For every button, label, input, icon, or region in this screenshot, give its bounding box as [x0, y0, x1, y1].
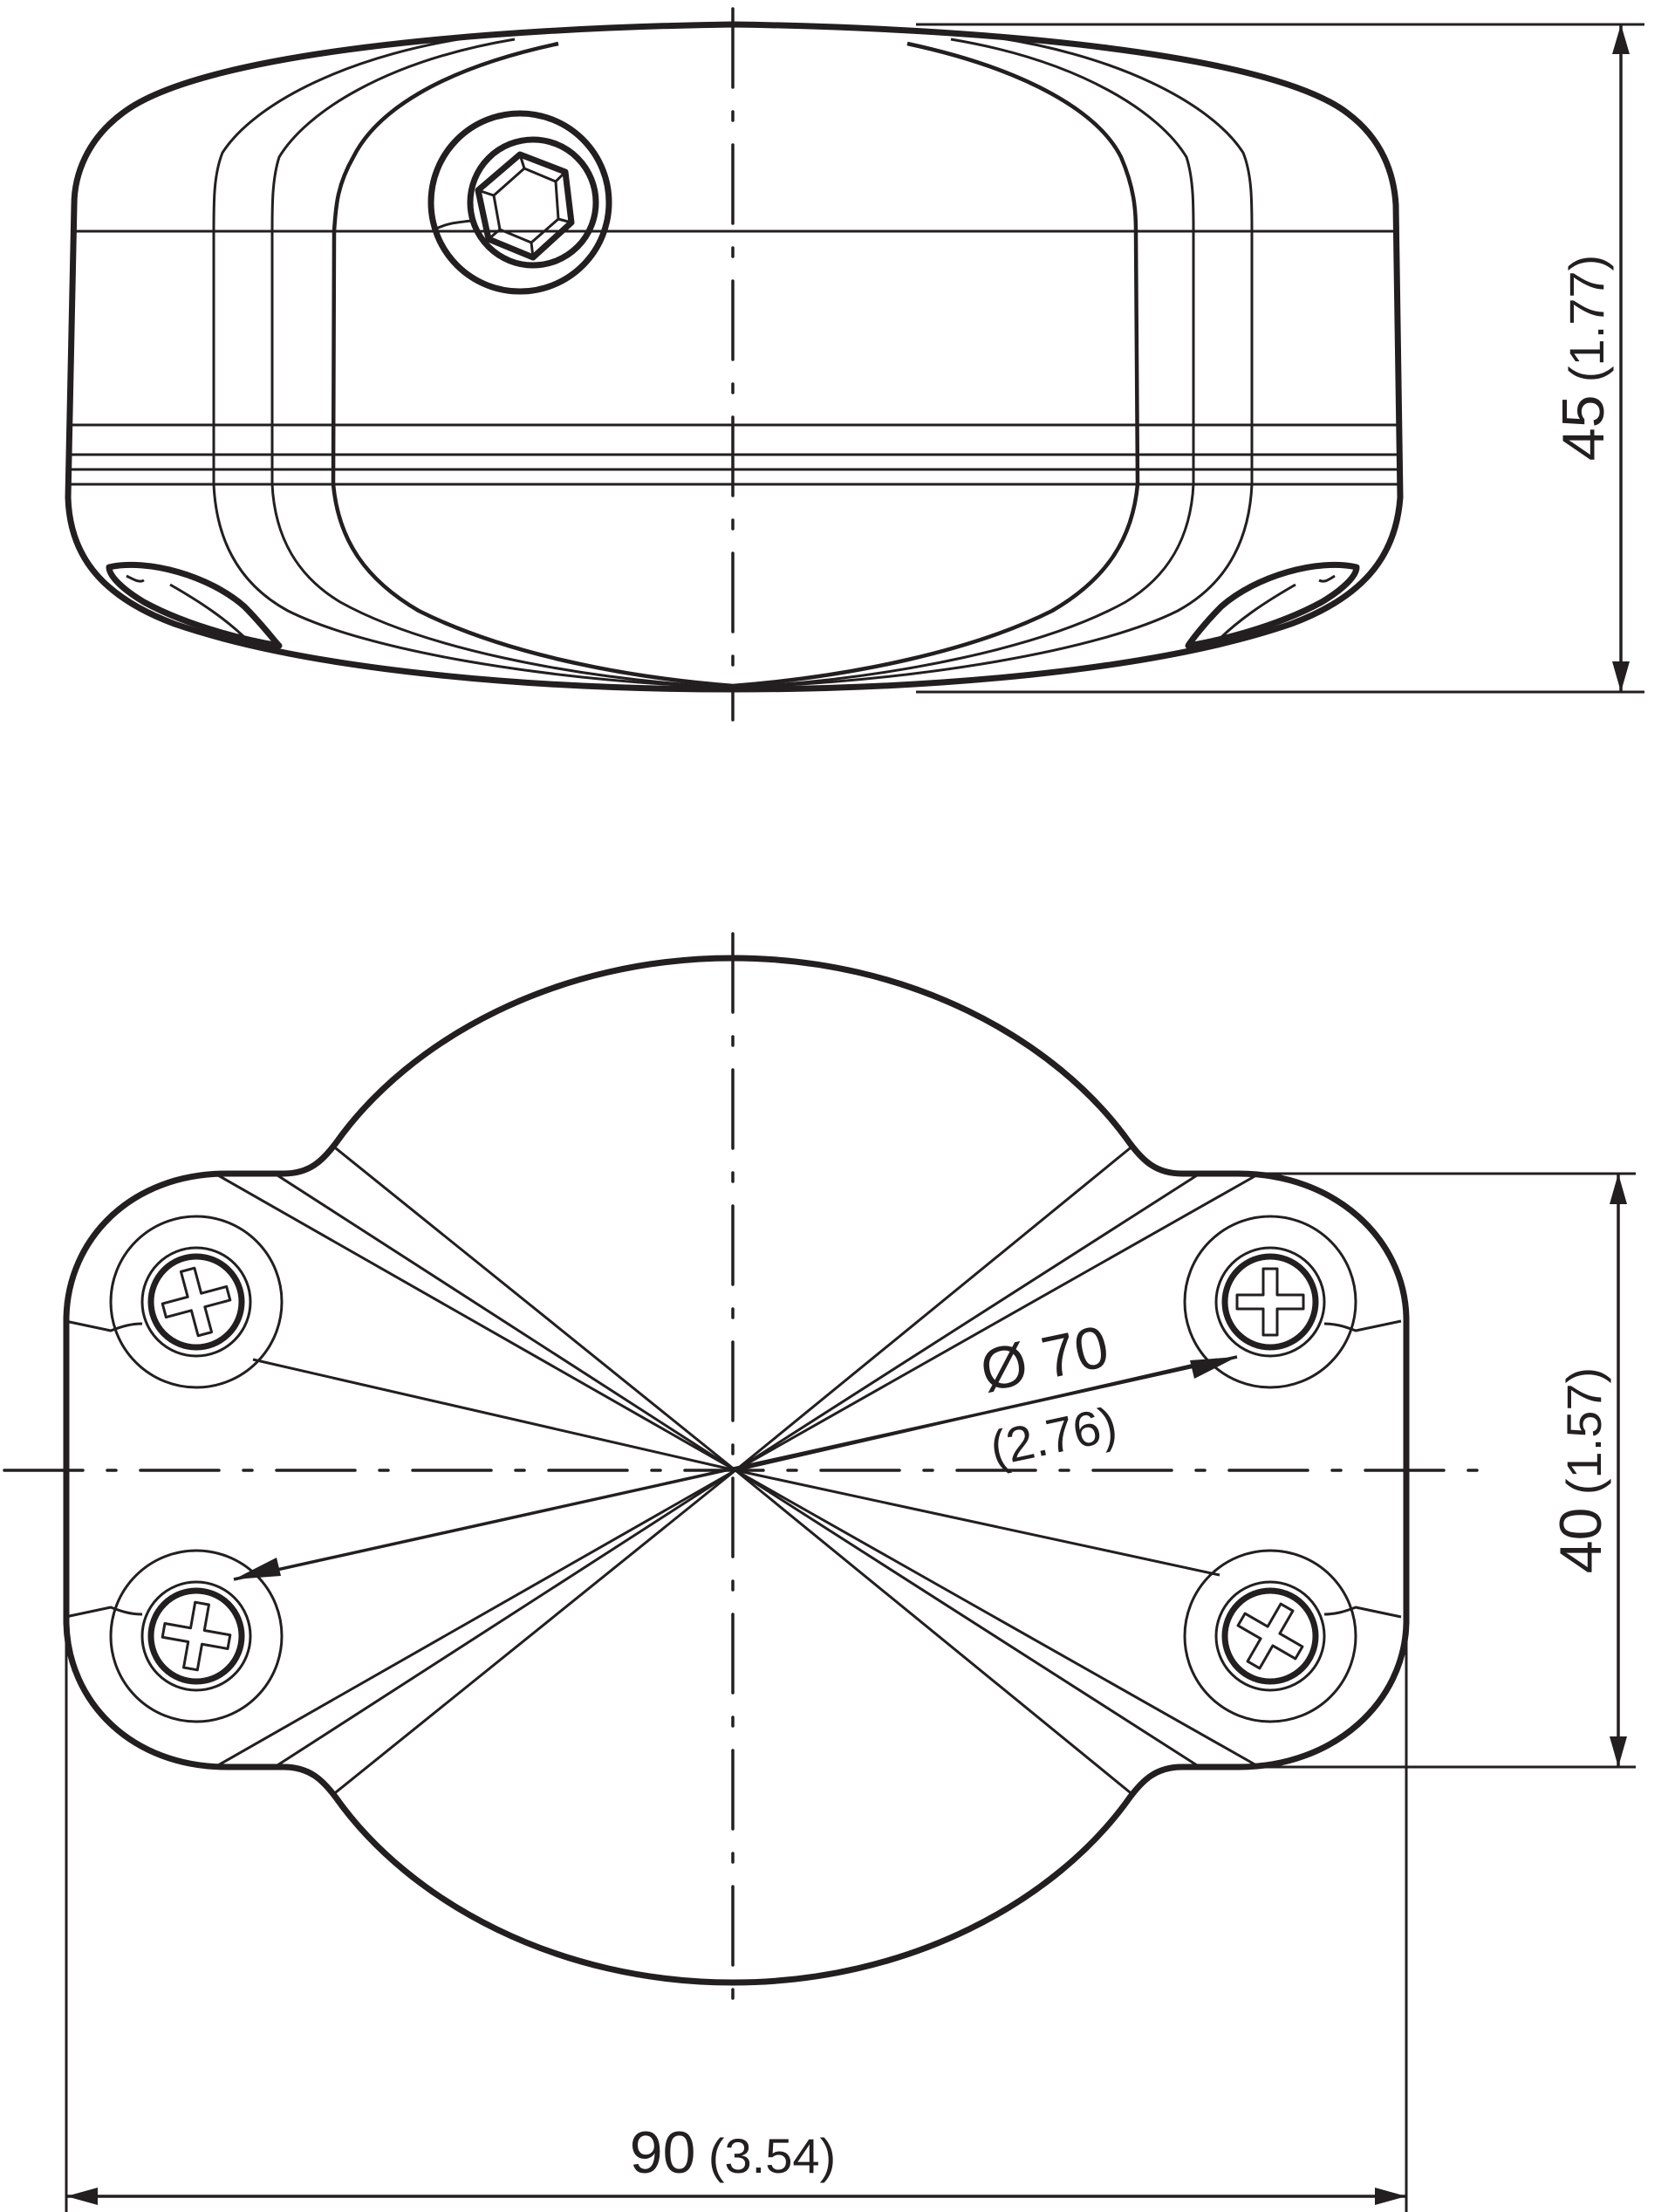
top-view-shell-3r	[732, 41, 1140, 688]
top-view-shell-1r	[732, 33, 1254, 689]
height-dimension: 45 (1.77)	[916, 23, 1644, 694]
width-dimension-label: 90 (3.54)	[630, 2120, 836, 2186]
top-view-shell-1	[212, 33, 734, 689]
phillips-screw-icon	[65, 1215, 284, 1389]
phillips-screw-icon	[65, 1549, 284, 1723]
hole-spacing-dimension: 40 (1.57)	[1256, 1172, 1636, 1769]
width-dimension: 90 (3.54)	[65, 1623, 1408, 2212]
phillips-screw-icon	[1183, 1549, 1402, 1723]
radiating-ribs	[217, 1143, 1257, 1798]
diameter-dimension: Ø 70 (2.76)	[233, 1313, 1238, 1581]
bottom-view: Ø 70 (2.76)	[3, 932, 1485, 2004]
top-view-shell-3	[331, 41, 734, 688]
top-view	[65, 7, 1404, 722]
right-cable-slot	[1185, 562, 1360, 649]
hex-socket-screw-icon	[427, 110, 612, 295]
left-cable-slot	[106, 562, 283, 649]
hole-spacing-dimension-label: 40 (1.57)	[1548, 1367, 1614, 1573]
top-view-shell-2r	[732, 38, 1195, 689]
diameter-dimension-value: Ø 70	[974, 1313, 1114, 1405]
height-dimension-label: 45 (1.77)	[1550, 255, 1617, 461]
top-view-shell-2	[270, 38, 734, 689]
bottom-view-outline	[63, 955, 1410, 1986]
phillips-screw-icon	[1183, 1215, 1402, 1389]
